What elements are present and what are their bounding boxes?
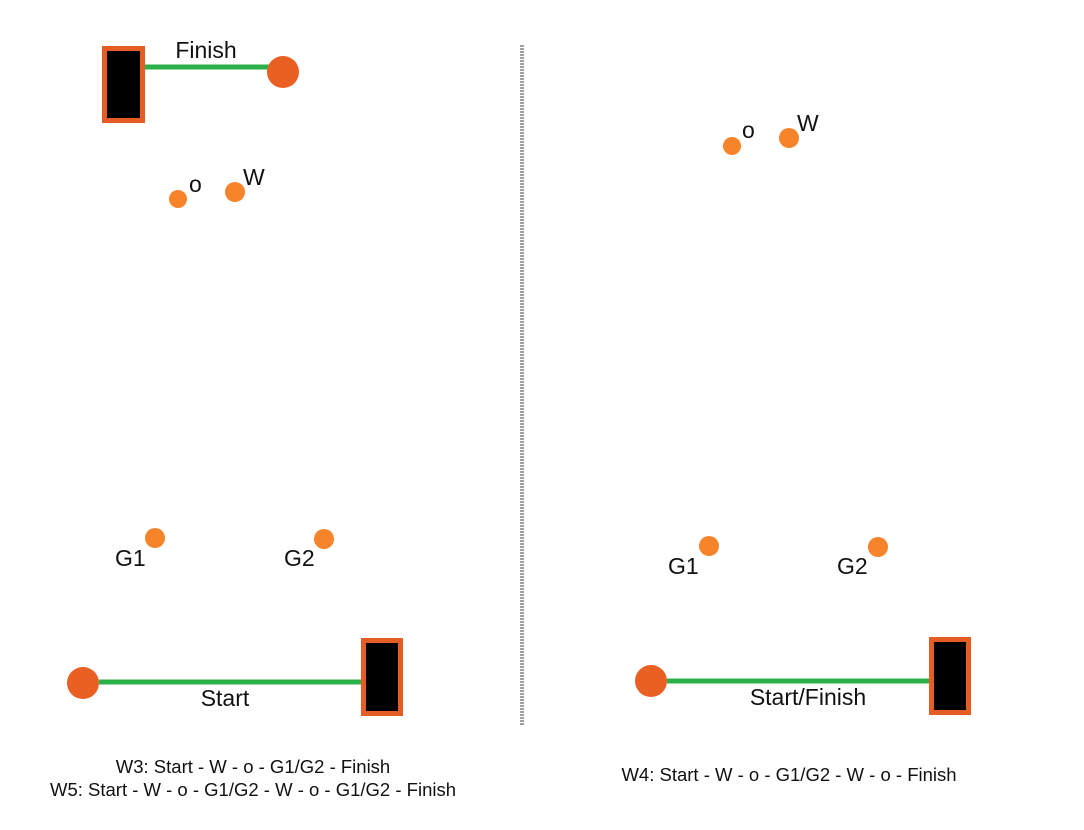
gate2-label: G2 (837, 553, 868, 579)
finish-pin-buoy (267, 56, 299, 88)
offset-label: o (742, 117, 755, 143)
start-finish-label: Start/Finish (750, 684, 866, 710)
gate-mark-1 (145, 528, 165, 548)
start-pin-buoy (67, 667, 99, 699)
start-finish-committee-boat (929, 637, 971, 715)
windward-mark (225, 182, 245, 202)
offset-label: o (189, 171, 202, 197)
windward-label: W (797, 110, 819, 136)
finish-committee-boat (102, 46, 145, 123)
gate2-label: G2 (284, 545, 315, 571)
windward-label: W (243, 164, 265, 190)
finish-label: Finish (175, 37, 236, 63)
course-caption-w3: W3: Start - W - o - G1/G2 - Finish (116, 756, 390, 777)
gate1-label: G1 (115, 545, 146, 571)
offset-mark (169, 190, 187, 208)
start-finish-pin-buoy (635, 665, 667, 697)
course-caption-w4: W4: Start - W - o - G1/G2 - W - o - Fini… (621, 764, 956, 785)
start-label: Start (201, 685, 250, 711)
gate-mark-1 (699, 536, 719, 556)
right-course: o W G1 G2 Start/Finish W4: Start - W - o… (621, 110, 971, 785)
left-course: Finish o W G1 G2 Start W3: Start - W - o… (50, 37, 456, 800)
offset-mark (723, 137, 741, 155)
gate-mark-2 (868, 537, 888, 557)
gate-mark-2 (314, 529, 334, 549)
start-committee-boat (361, 638, 403, 716)
windward-mark (779, 128, 799, 148)
course-caption-w5: W5: Start - W - o - G1/G2 - W - o - G1/G… (50, 779, 456, 800)
gate1-label: G1 (668, 553, 699, 579)
